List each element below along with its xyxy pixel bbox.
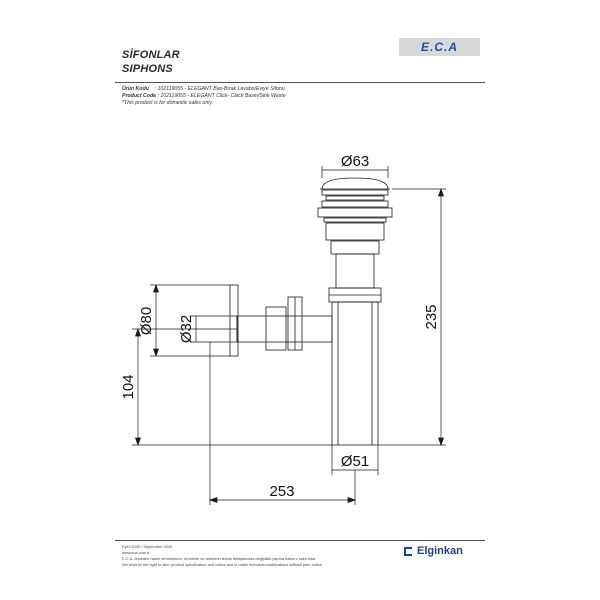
lock-nut [317,207,393,218]
dimension-lines [132,166,446,505]
outlet-pipe [236,315,333,343]
footer-disclaimer-tr: E.C.A. önceden haber vermeksizin, ürünle… [122,556,317,561]
footer-date: Eylül 2020 / September 2020 [122,544,173,549]
dim-width-arrow-right [347,497,357,503]
washer [323,217,387,223]
dim-width-label: 253 [269,483,294,500]
footer-disclaimer-en: We reserve the right to alter product sp… [122,562,324,567]
dim-outlet-arrow-bottom [135,437,141,447]
logo-text: E.C.A [420,40,458,54]
coupling [330,240,380,255]
code-value-tr: : 102119055 - ELEGANT Bas-Bırak Lavabo/E… [154,86,285,92]
bottle-body [331,301,379,446]
code-value-en: : 102119055 - ELEGANT Click- Clack Basin… [157,93,286,99]
body-ring-2 [321,200,389,208]
siphon-outline [229,177,393,446]
outlet-ring [265,306,287,351]
flange-ring [321,189,389,196]
dim-outlet-arrow-top [135,327,141,337]
title-tr: SİFONLAR [122,49,180,61]
dim-height-arrow-bottom [438,437,444,447]
footer-divider [115,540,485,541]
dim-flange-label: Ø80 [138,307,155,335]
dim-outlet-label: 104 [120,374,137,399]
dim-flange-arrow-bottom [153,348,159,358]
domestic-note: *This product is for domestic sales only… [122,100,214,106]
dim-height-arrow-top [438,187,444,197]
code-label-en: Product Code [122,93,157,99]
tailpiece-tube [335,253,375,289]
header-divider [115,82,485,83]
dim-flange-arrow-top [153,283,159,293]
code-label-tr: Ürün Kodu [122,86,149,92]
dim-pipe-label: Ø32 [178,315,195,343]
product-code-tr: Ürün Kodu : 102119055 - ELEGANT Bas-Bıra… [122,86,285,92]
body-ring-1 [325,195,385,201]
wall-flange [229,284,239,357]
dim-width-arrow-left [208,497,218,503]
cap-dome [321,177,389,190]
elginkan-text: Elginkan [417,545,463,557]
elginkan-logo: Elginkan [404,545,463,557]
product-code-en: Product Code : 102119055 - ELEGANT Click… [122,93,286,99]
title-en: SIPHONS [122,63,173,75]
footer-url[interactable]: www.eca.com.tr [122,550,150,555]
eca-logo: E.C.A [399,38,480,56]
dim-height-label: 235 [423,304,440,329]
nut-lower [325,222,385,241]
elginkan-mark-icon [404,546,414,556]
dim-top-label: Ø63 [341,153,369,170]
dim-bottom-label: Ø51 [341,453,369,470]
